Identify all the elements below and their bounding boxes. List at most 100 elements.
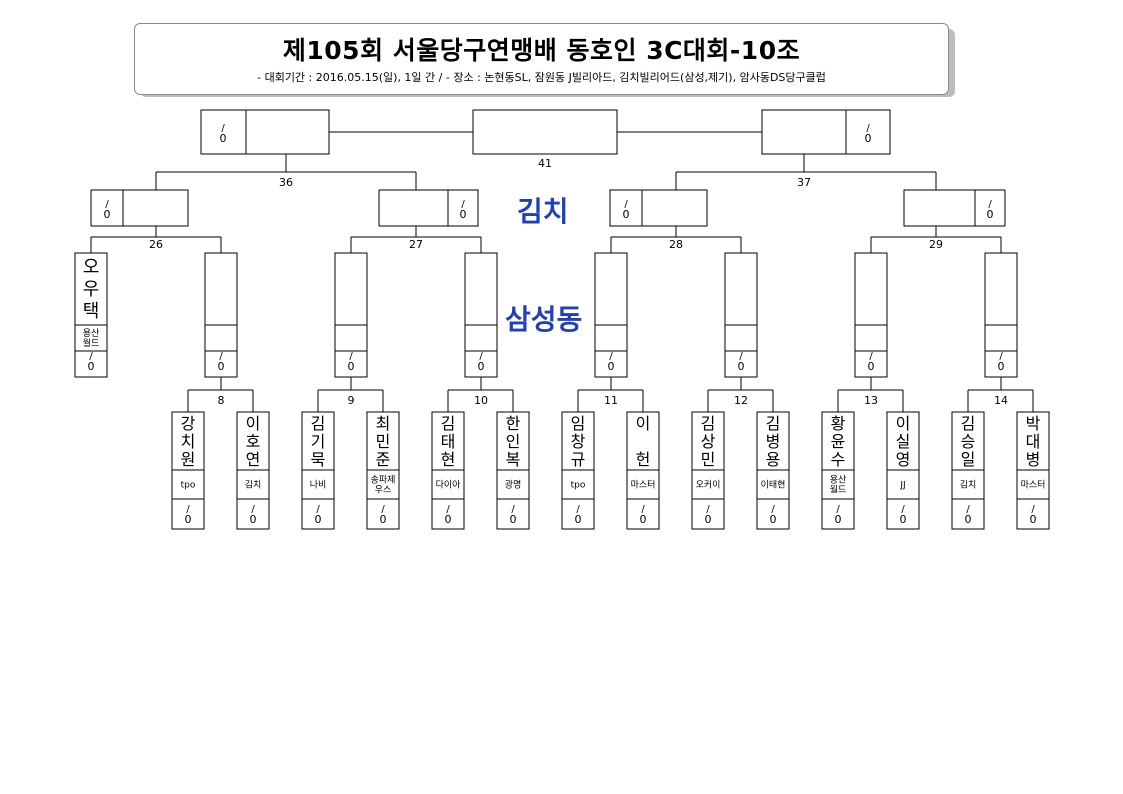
qf-entrant-name-cell-4 <box>594 252 628 326</box>
final-entrant-score-left-slash: / <box>221 123 225 134</box>
player-club-cell-3 <box>366 469 400 500</box>
player-score-5-zero: 0 <box>510 513 517 526</box>
bye-player-name-char-0: 오 <box>83 257 100 278</box>
qf-entrant-score-2-zero: 0 <box>348 360 355 373</box>
player-score-cell-8 <box>691 498 725 530</box>
qf-entrant-name-cell-1 <box>204 252 238 326</box>
player-score-7-zero: 0 <box>640 513 647 526</box>
qf-entrant-club-cell-5 <box>724 324 758 352</box>
player-score-cell-1 <box>236 498 270 530</box>
player-club-cell-2 <box>301 469 335 500</box>
champion-box <box>472 109 618 155</box>
player-name-0-char-1: 치 <box>181 432 196 451</box>
player-name-12-char-2: 일 <box>961 450 976 469</box>
qf-entrant-name-cell-5 <box>724 252 758 326</box>
qf-entrant-club-cell-6 <box>854 324 888 352</box>
player-score-0-slash: / <box>186 504 190 515</box>
player-club-3-line-1: 우스 <box>375 485 392 496</box>
player-name-4-char-2: 현 <box>441 450 456 469</box>
player-score-2-zero: 0 <box>315 513 322 526</box>
match-number-10: 10 <box>474 394 488 407</box>
player-score-cell-11 <box>886 498 920 530</box>
qf-entrant-score-cell-6 <box>854 350 888 378</box>
player-club-cell-10 <box>821 469 855 500</box>
match-number-11: 11 <box>604 394 618 407</box>
match-number-14: 14 <box>994 394 1008 407</box>
qf-entrant-score-cell-3 <box>464 350 498 378</box>
player-score-cell-2 <box>301 498 335 530</box>
qf-entrant-score-6-slash: / <box>869 351 873 362</box>
player-name-4-char-0: 김 <box>441 414 456 433</box>
player-name-4-char-1: 태 <box>441 432 456 451</box>
player-club-cell-1 <box>236 469 270 500</box>
player-name-11-char-1: 실 <box>896 432 911 451</box>
qf-entrant-score-6-zero: 0 <box>868 360 875 373</box>
qf-entrant-score-5-slash: / <box>739 351 743 362</box>
qf-entrant-score-cell-4 <box>594 350 628 378</box>
player-club-10-line-1: 월드 <box>830 484 847 496</box>
page-title: 제105회 서울당구연맹배 동호인 3C대회-10조 <box>282 36 801 65</box>
player-club-cell-8 <box>691 469 725 500</box>
player-name-13-char-1: 대 <box>1026 432 1041 451</box>
sf-entrant-box-3 <box>903 189 1006 227</box>
player-name-10-char-2: 수 <box>831 450 846 469</box>
qf-entrant-club-cell-3 <box>464 324 498 352</box>
qf-entrant-score-2-slash: / <box>349 351 353 362</box>
qf-entrant-name-cell-6 <box>854 252 888 326</box>
player-name-5-char-1: 인 <box>506 432 521 451</box>
match-number-41: 41 <box>538 157 552 170</box>
player-score-cell-4 <box>431 498 465 530</box>
player-name-9-char-1: 병 <box>766 432 781 451</box>
player-name-6-char-1: 창 <box>571 432 586 451</box>
sf-entrant-score-3-slash: / <box>988 199 992 210</box>
qf-entrant-score-4-slash: / <box>609 351 613 362</box>
player-name-cell-9 <box>756 411 790 471</box>
player-name-cell-2 <box>301 411 335 471</box>
player-score-7-slash: / <box>641 504 645 515</box>
player-score-cell-9 <box>756 498 790 530</box>
player-club-9-line-0: 이태현 <box>761 480 786 491</box>
qf-entrant-score-cell-1 <box>204 350 238 378</box>
match-number-27: 27 <box>409 238 423 251</box>
player-score-9-slash: / <box>771 504 775 515</box>
player-name-10-char-1: 윤 <box>831 432 846 451</box>
player-club-cell-7 <box>626 469 660 500</box>
player-name-8-char-2: 민 <box>701 450 716 469</box>
qf-entrant-club-cell-0 <box>74 324 108 352</box>
player-score-12-zero: 0 <box>965 513 972 526</box>
player-name-5-char-2: 복 <box>506 450 521 469</box>
qf-entrant-score-0-slash: / <box>89 351 93 362</box>
match-number-9: 9 <box>348 394 355 407</box>
player-club-8-line-0: 오커이 <box>696 480 721 491</box>
match-number-29: 29 <box>929 238 943 251</box>
venue-label-samseong: 삼성동 <box>505 303 583 336</box>
player-name-3-char-2: 준 <box>376 450 391 469</box>
qf-entrant-club-cell-4 <box>594 324 628 352</box>
player-club-12-line-0: 김치 <box>960 479 977 491</box>
player-name-5-char-0: 한 <box>506 414 521 433</box>
player-club-0-line-0: tpo <box>181 481 196 491</box>
player-club-11-line-0: JJ <box>899 481 905 491</box>
player-score-3-zero: 0 <box>380 513 387 526</box>
player-club-3-line-0: 송파제 <box>371 475 396 486</box>
match-number-26: 26 <box>149 238 163 251</box>
player-score-cell-5 <box>496 498 530 530</box>
player-name-8-char-1: 상 <box>701 432 716 451</box>
sf-entrant-score-2-slash: / <box>624 199 628 210</box>
sf-entrant-score-0-slash: / <box>105 199 109 210</box>
sf-entrant-box-1 <box>378 189 479 227</box>
player-score-3-slash: / <box>381 504 385 515</box>
player-name-13-char-2: 병 <box>1026 450 1041 469</box>
sf-entrant-score-1-zero: 0 <box>460 208 467 221</box>
player-name-2-char-2: 묵 <box>311 450 326 469</box>
qf-entrant-score-cell-0 <box>74 350 108 378</box>
bye-player-club-line-1: 월드 <box>83 337 100 349</box>
player-club-13-line-0: 마스터 <box>1021 480 1046 491</box>
match-number-37: 37 <box>797 176 811 189</box>
final-entrant-score-left-zero: 0 <box>220 132 227 145</box>
qf-entrant-name-cell-2 <box>334 252 368 326</box>
player-score-2-slash: / <box>316 504 320 515</box>
qf-entrant-club-cell-7 <box>984 324 1018 352</box>
qf-entrant-score-7-slash: / <box>999 351 1003 362</box>
player-name-cell-0 <box>171 411 205 471</box>
